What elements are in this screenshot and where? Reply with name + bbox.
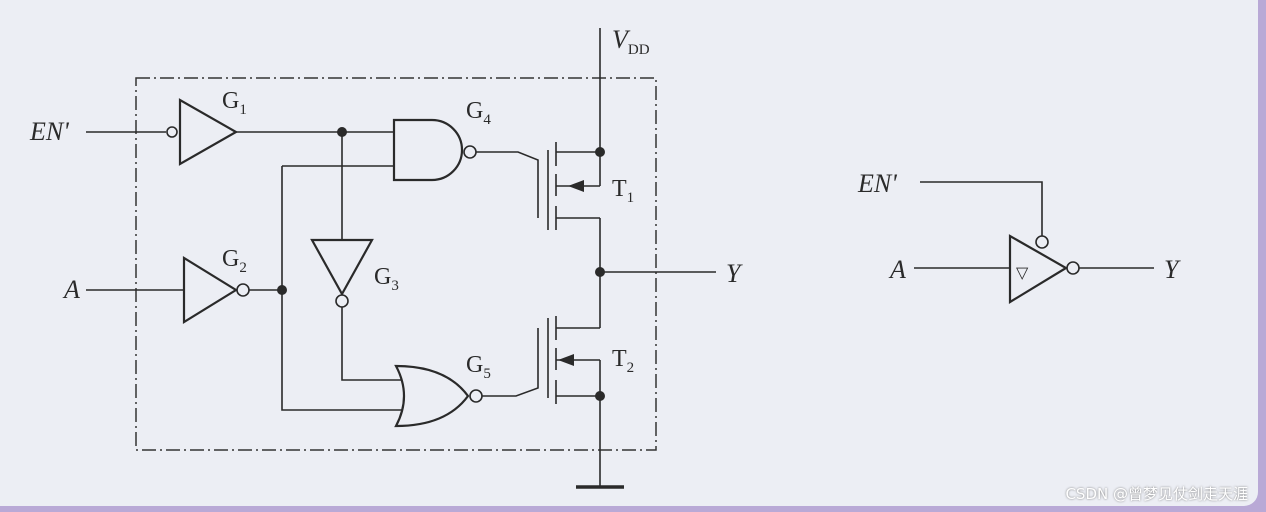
symbol-en-label: EN'	[857, 169, 897, 198]
g3-label: G3	[374, 264, 399, 294]
t2-transistor	[547, 316, 601, 404]
enclosure-box	[135, 77, 657, 451]
symbol-tristate-triangle: ▽	[1016, 263, 1029, 282]
g3-inverter	[310, 238, 374, 297]
g5-to-t2-gate	[482, 328, 539, 397]
g2-label: G2	[222, 246, 247, 276]
g3-output-bubble	[335, 294, 349, 308]
symbol-en-bubble	[1035, 235, 1049, 249]
t1-label: T1	[612, 176, 634, 206]
g4-output-bubble	[463, 145, 477, 159]
en-input-label: EN'	[29, 117, 69, 146]
g4-to-t1-gate	[476, 151, 539, 218]
symbol-tristate-buffer	[1008, 234, 1069, 304]
symbol-y-label: Y	[1164, 255, 1181, 284]
symbol-en-wire	[920, 181, 1043, 236]
g1-label: G1	[222, 88, 247, 118]
a-input-label: A	[62, 275, 80, 304]
g2-output-bubble	[236, 283, 250, 297]
g5-output-bubble	[469, 389, 483, 403]
g1-input-bubble	[166, 126, 178, 138]
csdn-watermark: CSDN @曾梦见仗剑走天涯	[1065, 485, 1248, 503]
y-output-label: Y	[726, 259, 743, 288]
g1-buffer	[178, 98, 239, 166]
g2-bus-wire	[281, 166, 410, 411]
g5-label: G5	[466, 352, 491, 382]
g3-to-g5-wire	[341, 307, 404, 381]
g4-nand	[392, 118, 464, 182]
junction-t1-source	[595, 147, 605, 157]
symbol-output-bubble	[1066, 261, 1080, 275]
t1-transistor	[547, 142, 601, 230]
g4-label: G4	[466, 98, 491, 128]
g5-nor	[394, 364, 470, 428]
g2-inverter	[182, 256, 239, 324]
symbol-a-label: A	[888, 255, 906, 284]
t2-label: T2	[612, 346, 634, 376]
vdd-label: VDD	[612, 25, 650, 58]
